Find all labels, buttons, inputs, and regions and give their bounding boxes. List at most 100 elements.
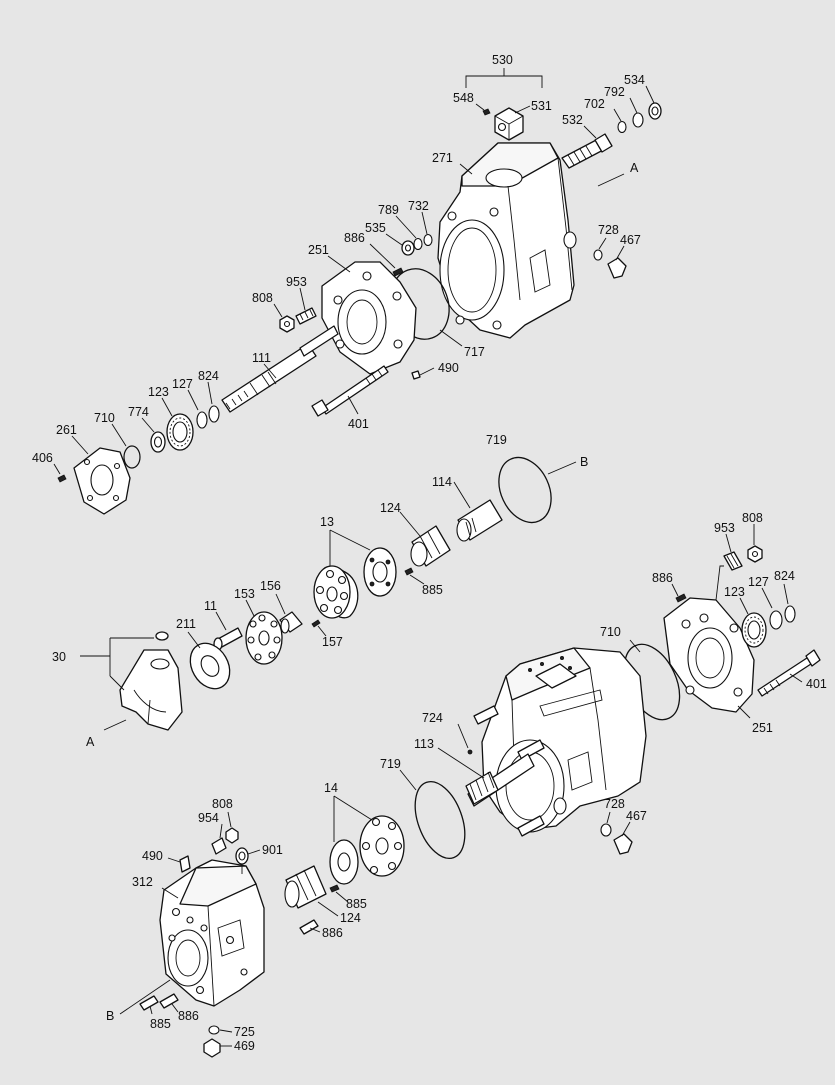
part-490-plug-top [411, 367, 435, 380]
part-14-cylinder [359, 815, 405, 877]
label-901: 901 [262, 843, 283, 857]
part-719-oring-lower [399, 769, 466, 859]
label-702: 702 [584, 97, 605, 111]
part-251-casing-top [321, 255, 417, 375]
label-728-top: 728 [598, 223, 619, 237]
part-13-cylinder [313, 565, 359, 619]
part-885-pin-lower [329, 884, 349, 903]
label-111: 111 [252, 351, 271, 365]
part-406-screw [53, 463, 67, 483]
part-157-spring [311, 619, 327, 637]
part-211-plate [187, 631, 231, 690]
label-401-top: 401 [348, 417, 369, 431]
part-808-nut-top [273, 303, 295, 333]
label-490-lower: 490 [142, 849, 163, 863]
label-14: 14 [324, 781, 338, 795]
part-401-bolt-top [311, 365, 389, 417]
part-14-valve-plate [329, 839, 359, 885]
part-401-bolt-right [757, 649, 821, 697]
part-469-plug [203, 1038, 232, 1058]
part-labels: 530 548 531 534 792 702 532 271 A 789 73… [32, 53, 827, 1053]
part-719-oring-mid [498, 456, 577, 524]
label-954: 954 [198, 811, 219, 825]
part-954-screw [211, 823, 227, 855]
label-732: 732 [408, 199, 429, 213]
label-885-mid: 885 [422, 583, 443, 597]
label-271: 271 [432, 151, 453, 165]
part-124-bearing-lower [284, 865, 339, 917]
bracket-14 [333, 795, 373, 842]
label-113: 113 [414, 737, 434, 751]
label-157: 157 [322, 635, 343, 649]
part-467-plug-lower [613, 821, 633, 855]
part-886-pin-lower [299, 919, 321, 935]
label-885-bottom: 885 [150, 1017, 171, 1031]
label-953-top: 953 [286, 275, 307, 289]
bracket-13 [329, 529, 371, 566]
label-251-right: 251 [752, 721, 773, 735]
label-824-top: 824 [198, 369, 219, 383]
label-789: 789 [378, 203, 399, 217]
part-953-screw-top [295, 287, 317, 325]
part-467-plug-top [607, 245, 627, 279]
part-114-spring [453, 481, 503, 542]
label-123-right: 123 [724, 585, 745, 599]
label-251-top: 251 [308, 243, 329, 257]
label-127-right: 127 [748, 575, 769, 589]
label-710-top: 710 [94, 411, 115, 425]
part-312-block [159, 859, 265, 1007]
part-housing-lower [473, 647, 647, 837]
label-490-top: 490 [438, 361, 459, 375]
part-534-nut [645, 85, 662, 120]
part-702-ring [613, 108, 627, 134]
label-A-top: A [630, 161, 639, 175]
part-261-cover [71, 435, 131, 515]
part-113-shaft [437, 747, 535, 807]
label-774: 774 [128, 405, 149, 419]
label-885-lower: 885 [346, 897, 367, 911]
part-124-bearing-mid [399, 511, 451, 567]
label-886-right: 886 [652, 571, 673, 585]
part-792-ring [629, 97, 644, 128]
part-251-casing-right [663, 565, 755, 719]
label-719-mid: 719 [486, 433, 507, 447]
part-728-ring-lower [600, 811, 612, 837]
label-469: 469 [234, 1039, 255, 1053]
label-725: 725 [234, 1025, 255, 1039]
part-490-plug-lower [167, 855, 191, 873]
label-886-top: 886 [344, 231, 365, 245]
part-886-pin-bottom [159, 993, 179, 1013]
bracket-530 [465, 68, 543, 88]
label-406: 406 [32, 451, 53, 465]
leader-B-lower [119, 979, 171, 1015]
label-13: 13 [320, 515, 334, 529]
label-156: 156 [260, 579, 281, 593]
part-824-ring-right [783, 583, 796, 623]
label-123-top: 123 [148, 385, 169, 399]
part-535-piston [385, 233, 415, 256]
part-732-ring [421, 211, 433, 247]
part-901-eyebolt [235, 847, 261, 874]
label-534: 534 [624, 73, 645, 87]
part-30-swash [80, 631, 183, 731]
part-271-housing [437, 142, 625, 339]
label-953-right: 953 [714, 521, 735, 535]
part-153-plate [245, 599, 283, 665]
part-127-spacer-right [761, 587, 783, 630]
part-789-ring [395, 215, 423, 251]
part-127-spacer-top [187, 389, 208, 429]
label-124-lower: 124 [340, 911, 361, 925]
label-824-right: 824 [774, 569, 795, 583]
label-531: 531 [531, 99, 552, 113]
part-156-bushing [275, 593, 303, 634]
part-531-block [494, 105, 531, 141]
part-885-pin-bottom [139, 995, 159, 1015]
label-127-top: 127 [172, 377, 193, 391]
label-808-right: 808 [742, 511, 763, 525]
label-886-lower: 886 [322, 926, 343, 940]
label-719-lower: 719 [380, 757, 401, 771]
part-886-pin-right [671, 583, 687, 603]
part-824-ring-top [207, 381, 220, 423]
